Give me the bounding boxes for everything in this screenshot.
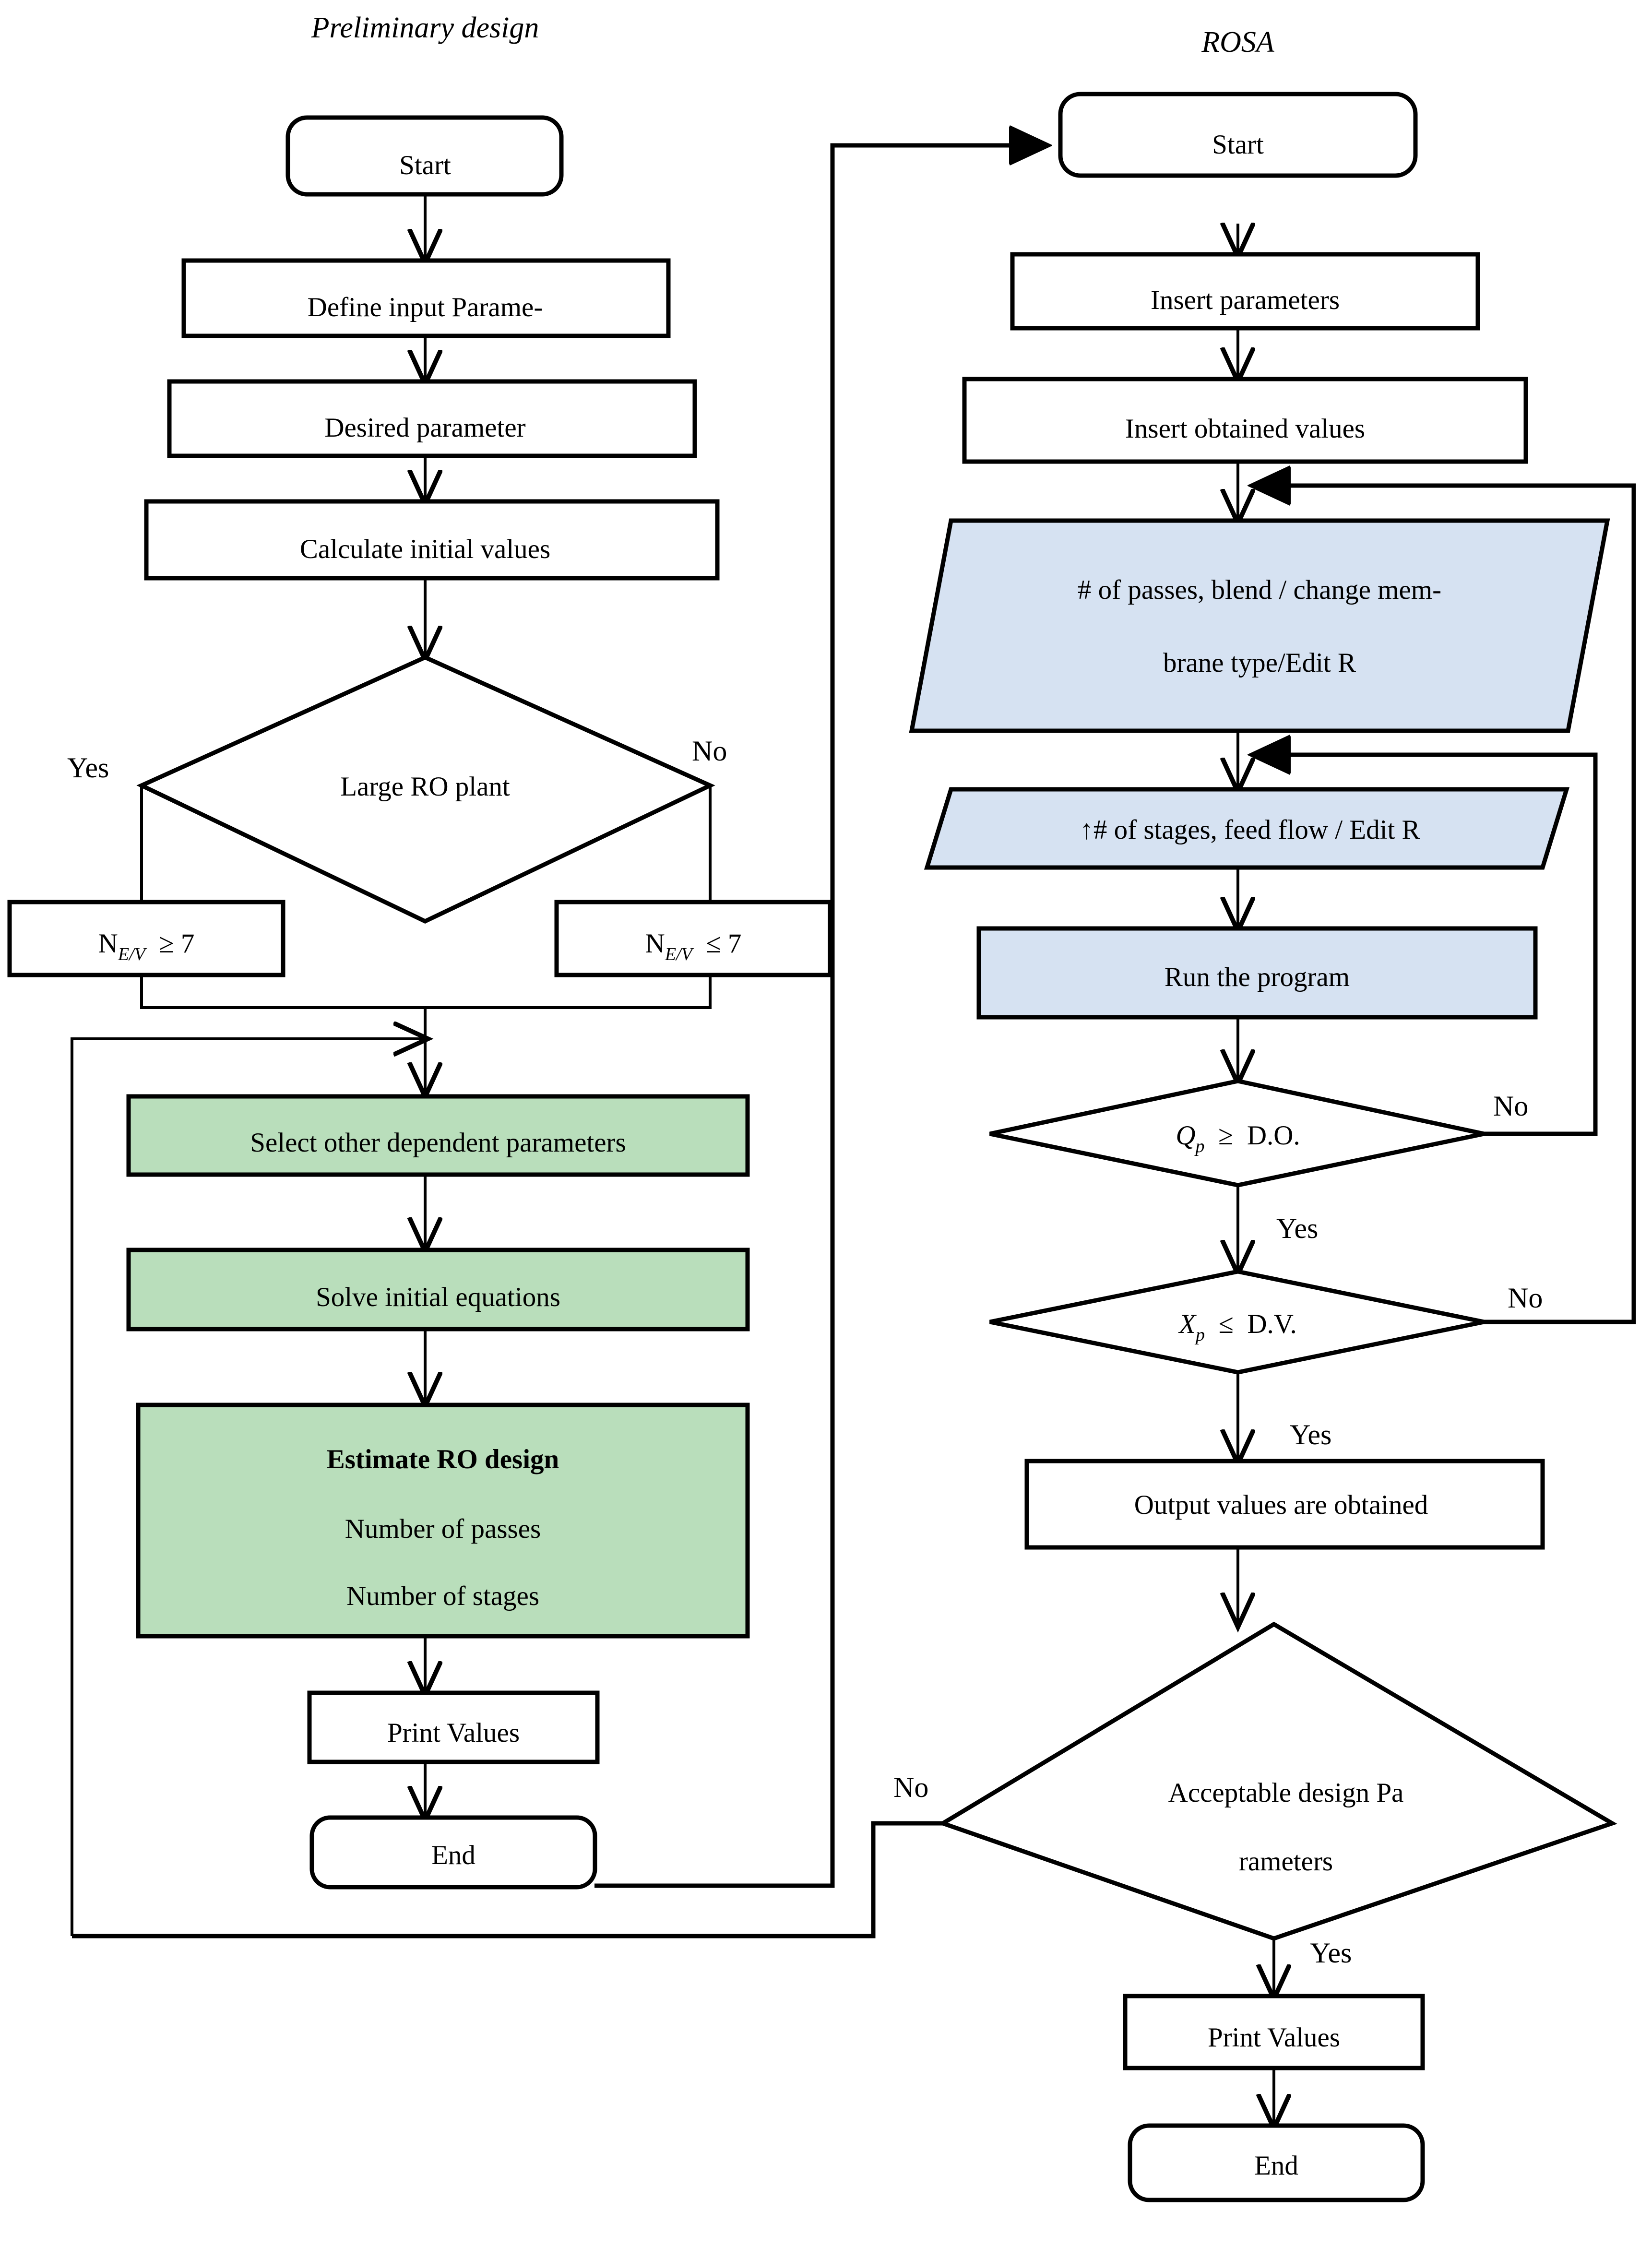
node-select-other-parameters-label: Select other dependent parameters <box>250 1128 626 1158</box>
node-left-end-label: End <box>431 1840 475 1870</box>
node-insert-parameters[interactable]: Insert parameters <box>1010 252 1480 331</box>
node-left-print-values[interactable]: Print Values <box>307 1690 600 1764</box>
nev-le-value: 7 <box>728 928 742 959</box>
node-nev-le-7-label: NE/V ≤ 7 <box>645 928 742 964</box>
label-acceptable-no: No <box>893 1772 928 1803</box>
node-solve-initial-equations[interactable]: Solve initial equations <box>126 1248 750 1332</box>
node-desired-parameter-label: Desired parameter <box>324 413 525 443</box>
node-large-ro-plant-decision[interactable]: Large RO plant <box>136 655 715 924</box>
xp-target: D.V. <box>1247 1309 1296 1339</box>
node-left-print-values-label: Print Values <box>387 1718 520 1748</box>
node-stages-feedflow-parallelogram[interactable]: ↑# of stages, feed flow / Edit R <box>924 787 1570 870</box>
connectors-right <box>1238 224 1636 2126</box>
node-run-the-program-label: Run the program <box>1165 962 1350 992</box>
nev-le-operator: ≤ <box>706 928 721 959</box>
qp-target: D.O. <box>1247 1120 1300 1151</box>
node-select-other-parameters[interactable]: Select other dependent parameters <box>126 1094 750 1177</box>
connector-acceptable-no-to-left <box>72 1821 943 1938</box>
label-left-decision-no: No <box>692 735 727 767</box>
node-nev-ge-7[interactable]: NE/V ≥ 7 <box>7 900 285 977</box>
node-stages-feedflow-label: ↑# of stages, feed flow / Edit R <box>1080 815 1420 845</box>
connectors-left <box>71 145 1044 1938</box>
connector-xp-no-loop <box>1256 486 1636 1324</box>
node-left-start-label: Start <box>399 150 451 180</box>
xp-operator: ≤ <box>1219 1309 1234 1339</box>
label-xp-no: No <box>1508 1282 1543 1314</box>
node-acceptable-design-line2: rameters <box>1239 1846 1333 1877</box>
node-right-start-label: Start <box>1212 130 1264 160</box>
node-insert-obtained-values-label: Insert obtained values <box>1125 414 1365 444</box>
node-desired-parameter[interactable]: Desired parameter <box>167 379 697 458</box>
node-nev-le-7[interactable]: NE/V ≤ 7 <box>554 900 832 977</box>
node-right-start[interactable]: Start <box>1058 92 1418 178</box>
node-passes-blend-line2: brane type/Edit R <box>1163 648 1356 678</box>
label-xp-yes: Yes <box>1290 1419 1331 1451</box>
node-right-print-values-label: Print Values <box>1208 2022 1340 2053</box>
node-estimate-ro-design[interactable]: Estimate RO design Number of passes Numb… <box>136 1403 750 1639</box>
nev-ge-value: 7 <box>181 928 195 959</box>
node-xp-decision[interactable]: Xp ≤ D.V. <box>989 1269 1485 1375</box>
node-acceptable-design-line1: Acceptable design Pa <box>1168 1778 1404 1808</box>
node-define-input-label: Define input Parame- <box>308 292 543 322</box>
nev-le-symbol: N <box>645 928 665 959</box>
qp-subscript: p <box>1194 1136 1205 1156</box>
node-nev-ge-7-label: NE/V ≥ 7 <box>98 928 195 964</box>
node-qp-decision-label: Qp ≥ D.O. <box>1176 1120 1300 1156</box>
column-title-right: ROSA <box>1201 26 1275 59</box>
xp-symbol: X <box>1178 1309 1197 1339</box>
node-left-end[interactable]: End <box>309 1815 597 1890</box>
column-title-left: Preliminary design <box>311 12 539 44</box>
node-insert-obtained-values[interactable]: Insert obtained values <box>962 377 1528 464</box>
label-left-decision-yes: Yes <box>67 752 109 784</box>
node-right-end-label: End <box>1254 2151 1298 2181</box>
connector-left-end-to-rosa-start <box>594 145 1044 1888</box>
label-qp-no: No <box>1493 1090 1528 1122</box>
node-qp-decision[interactable]: Qp ≥ D.O. <box>989 1079 1485 1188</box>
node-passes-blend-parallelogram[interactable]: # of passes, blend / change mem- brane t… <box>909 518 1610 733</box>
qp-symbol: Q <box>1176 1120 1195 1151</box>
connector-qp-no-loop <box>1256 755 1598 1136</box>
node-define-input[interactable]: Define input Parame- <box>181 258 671 338</box>
node-solve-initial-equations-label: Solve initial equations <box>316 1282 560 1312</box>
node-passes-blend-line1: # of passes, blend / change mem- <box>1078 575 1441 605</box>
node-estimate-ro-design-line2: Number of passes <box>345 1514 541 1544</box>
node-output-values-obtained-label: Output values are obtained <box>1134 1490 1428 1520</box>
node-right-end[interactable]: End <box>1128 2123 1425 2202</box>
nev-ge-operator: ≥ <box>159 928 174 959</box>
node-large-ro-plant-label: Large RO plant <box>340 772 510 802</box>
node-estimate-ro-design-line3: Number of stages <box>346 1581 539 1611</box>
connector-return-loop-left <box>71 1039 425 1936</box>
node-xp-decision-label: Xp ≤ D.V. <box>1178 1309 1297 1345</box>
label-acceptable-yes: Yes <box>1310 1937 1352 1969</box>
nev-ge-symbol: N <box>98 928 118 959</box>
node-run-the-program[interactable]: Run the program <box>976 926 1538 1020</box>
qp-operator: ≥ <box>1218 1120 1233 1151</box>
node-left-start[interactable]: Start <box>285 115 564 197</box>
node-right-print-values[interactable]: Print Values <box>1123 1994 1425 2070</box>
node-insert-parameters-label: Insert parameters <box>1151 285 1340 315</box>
node-acceptable-design-decision[interactable]: Acceptable design Pa rameters <box>938 1621 1617 1941</box>
xp-subscript: p <box>1194 1325 1205 1345</box>
node-output-values-obtained[interactable]: Output values are obtained <box>1024 1459 1545 1550</box>
node-calculate-initial-label: Calculate initial values <box>300 534 550 564</box>
node-estimate-ro-design-title: Estimate RO design <box>327 1444 559 1474</box>
node-calculate-initial[interactable]: Calculate initial values <box>144 499 720 581</box>
nev-le-subscript: E/V <box>665 944 694 964</box>
nev-ge-subscript: E/V <box>118 944 147 964</box>
label-qp-yes: Yes <box>1276 1213 1318 1244</box>
